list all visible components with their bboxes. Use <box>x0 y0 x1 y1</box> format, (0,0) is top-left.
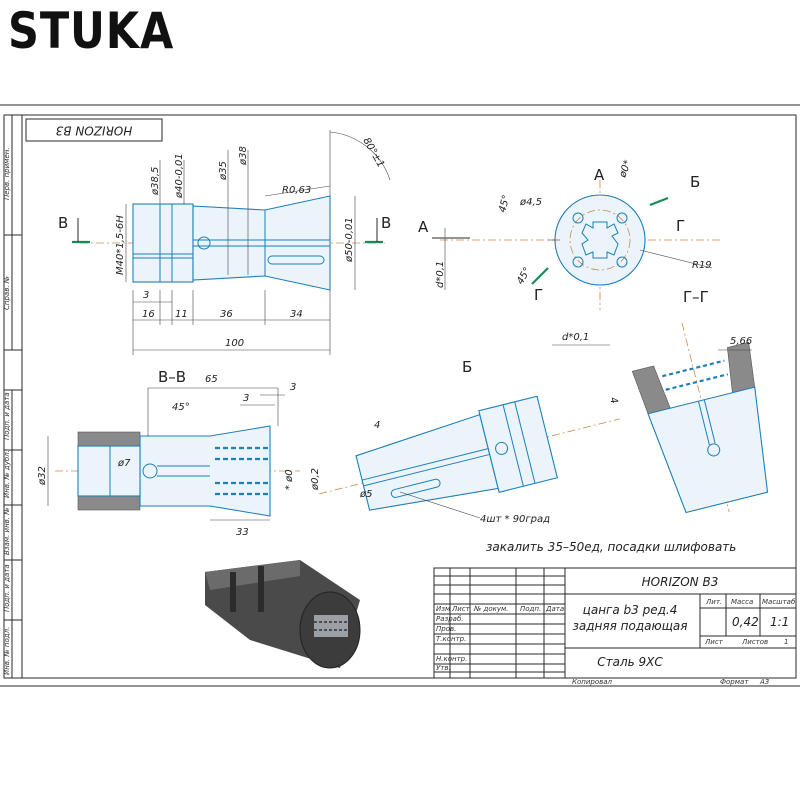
dim-d0b: * ø0 <box>284 469 295 490</box>
section-gg <box>631 322 769 514</box>
dim-d01a: d*0,1 <box>435 261 446 288</box>
view-b-label: Б <box>462 358 472 376</box>
title-name-line2: задняя подающая <box>573 619 688 633</box>
dim-d385: ø38,5 <box>150 167 161 196</box>
section-gg-annotations: Г–Г 5,66 <box>683 288 752 351</box>
marker-g-bottom: Г <box>534 286 543 304</box>
dim-d5: ø5 <box>359 489 372 500</box>
view-a-label: А <box>594 166 605 184</box>
dim-l36: 36 <box>220 309 233 320</box>
dim-slots: 4шт * 90град <box>480 514 550 525</box>
format-label: Формат <box>720 678 749 686</box>
hdr-list: Лист <box>451 605 471 613</box>
vv-knurl <box>215 446 270 496</box>
section-vv-annotations: В–В 65 3 3 45° ø32 ø7 * ø0 ø0,2 33 <box>37 368 321 538</box>
col-lit: Лит. <box>705 598 722 606</box>
end-view-a <box>440 180 720 310</box>
marker-a: А <box>418 218 429 236</box>
scale-value: 1:1 <box>770 615 789 629</box>
sheets-value: 1 <box>784 638 788 646</box>
row-utv: Утв. <box>436 664 451 672</box>
dim-d7: ø7 <box>117 458 131 469</box>
dim-l3c: 3 <box>243 393 249 404</box>
dim-deg45b: 45° <box>515 266 533 287</box>
dim-deg45c: 45° <box>172 402 190 413</box>
dim-l34: 34 <box>290 309 303 320</box>
collet-3d-render <box>205 560 361 669</box>
dim-d01b: d*0,1 <box>562 332 589 343</box>
marker-b-top: Б <box>690 173 700 191</box>
sheets-label: Листов <box>741 638 768 646</box>
title-name-line1: цанга b3 ред.4 <box>583 603 678 617</box>
section-vv <box>55 425 300 517</box>
dim-d35: ø35 <box>218 161 229 181</box>
col-scale: Масштаб <box>762 598 796 606</box>
title-material: Сталь 9ХС <box>597 655 663 669</box>
dim-deg45a: 45° <box>497 194 512 214</box>
dim-d02: ø0,2 <box>310 468 321 491</box>
format-value: А3 <box>759 678 769 686</box>
stamp-box: HORIZON B3 <box>25 118 163 142</box>
dim-l11: 11 <box>175 309 188 320</box>
title-model: HORIZON B3 <box>642 575 719 589</box>
dim-l65: 65 <box>205 374 218 385</box>
margin-label-3: Инв. № дубл. <box>3 450 11 498</box>
hdr-podp: Подп. <box>520 605 541 613</box>
marker-v-right: В <box>381 214 391 232</box>
col-mass: Масса <box>731 598 753 606</box>
sheet-label: Лист <box>704 638 724 646</box>
dim-d0: ø0* <box>617 159 634 180</box>
dim-thread: M40*1,5-6H <box>115 215 126 275</box>
technical-note: закалить 35–50ед, посадки шлифовать <box>486 540 736 554</box>
hdr-data: Дата <box>545 605 564 613</box>
marker-v-left: В <box>58 214 68 232</box>
margin-label-0: Перв. примен. <box>3 147 11 200</box>
dim-r063: R0,63 <box>282 185 311 196</box>
dim-d50: ø50-0,01 <box>344 217 355 263</box>
marker-g-top: Г <box>676 217 685 235</box>
dim-d38: ø38 <box>238 146 249 166</box>
dim-l566: 5,66 <box>730 336 752 347</box>
dim-d45: ø4,5 <box>519 197 542 208</box>
hdr-izm: Изм <box>436 605 451 613</box>
row-razrab: Разраб. <box>436 615 464 623</box>
margin-label-6: Инв. № подл. <box>3 627 11 675</box>
dim-d40: ø40-0,01 <box>174 153 185 199</box>
dim-l3b: 3 <box>290 382 296 393</box>
row-nkontr: Н.контр. <box>436 655 467 663</box>
dim-l33: 33 <box>236 527 249 538</box>
mass-value: 0,42 <box>732 615 759 629</box>
dim-l100: 100 <box>225 338 244 349</box>
view-b-annotations: Б 4 4 ø5 4шт * 90град <box>359 358 619 525</box>
section-vv-label: В–В <box>158 368 186 386</box>
margin-label-2: Подп. и дата <box>3 392 11 440</box>
dim-l4: 4 <box>374 420 380 431</box>
copied-label: Копировал <box>572 678 613 686</box>
section-gg-label: Г–Г <box>683 288 709 306</box>
dim-d32: ø32 <box>37 466 48 486</box>
view-b <box>319 395 621 511</box>
dim-l16: 16 <box>142 309 155 320</box>
margin-label-5: Подп. и дата <box>3 564 11 612</box>
dim-l4b: 4 <box>607 396 619 405</box>
dim-angle80: 80°±1 <box>360 136 386 170</box>
dim-l3: 3 <box>143 290 149 301</box>
section-markers-v: В В <box>58 214 391 244</box>
brand-logo: STUKA <box>8 2 175 60</box>
left-margin-strip: Перв. примен. Справ. № Подп. и дата Инв.… <box>3 114 23 679</box>
row-tkontr: Т.контр. <box>436 635 466 643</box>
margin-label-4: Взам. инв. № <box>3 507 11 555</box>
title-block: HORIZON B3 цанга b3 ред.4 задняя подающа… <box>433 567 797 679</box>
stamp-label: HORIZON B3 <box>56 124 133 138</box>
row-prov: Пров. <box>436 625 456 633</box>
margin-label-1: Справ. № <box>3 276 11 310</box>
hdr-doc: № докум. <box>473 605 509 613</box>
